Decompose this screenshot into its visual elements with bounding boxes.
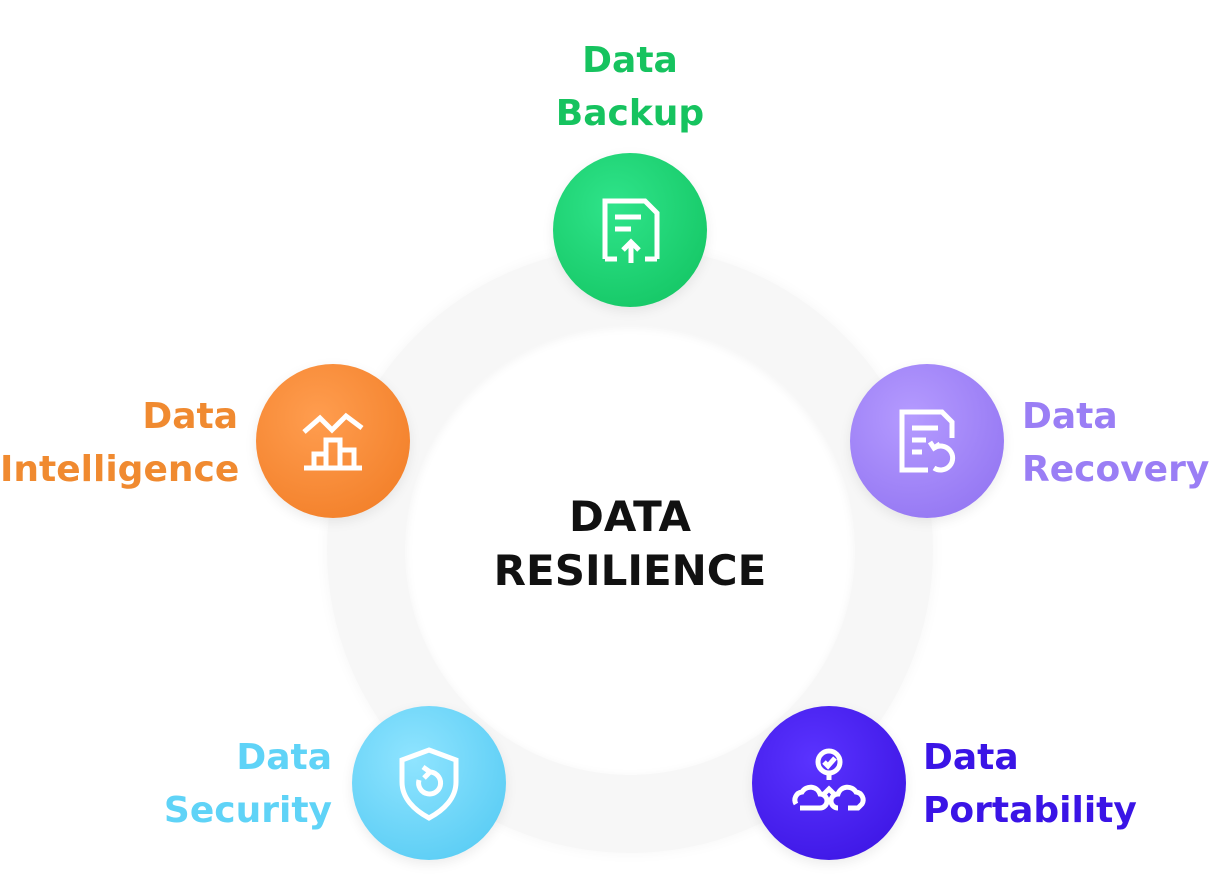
data-portability-label-line1: Data — [923, 737, 1019, 778]
data-intelligence-node — [256, 364, 410, 518]
data-portability-node — [752, 706, 906, 860]
data-security-label: Data Security — [100, 731, 332, 837]
center-title-line2: RESILIENCE — [493, 546, 767, 595]
data-intelligence-label-line1: Data — [142, 396, 238, 437]
data-security-node — [352, 706, 506, 860]
bar-chart-trend-icon — [302, 412, 364, 471]
data-backup-label: Data Backup — [530, 34, 730, 140]
shield-refresh-icon — [399, 747, 459, 821]
data-backup-label-line2: Backup — [555, 93, 705, 134]
data-security-label-line1: Data — [236, 737, 332, 778]
data-security-label-line2: Security — [163, 790, 332, 831]
data-portability-label-line2: Portability — [923, 790, 1137, 831]
data-recovery-label: Data Recovery — [1022, 390, 1222, 496]
center-title-line1: DATA — [568, 492, 691, 541]
data-intelligence-label: Data Intelligence — [0, 390, 240, 496]
data-backup-label-line1: Data — [582, 40, 678, 81]
data-backup-node — [553, 153, 707, 307]
cloud-transfer-icon — [792, 748, 866, 811]
document-upload-icon — [602, 198, 660, 263]
data-intelligence-label-line2: Intelligence — [0, 449, 240, 490]
inner-circle — [405, 325, 855, 775]
center-title: DATA RESILIENCE — [430, 490, 830, 598]
document-restore-icon — [899, 409, 956, 473]
data-portability-label: Data Portability — [923, 731, 1223, 837]
data-recovery-label-line2: Recovery — [1022, 449, 1210, 490]
data-recovery-node — [850, 364, 1004, 518]
data-recovery-label-line1: Data — [1022, 396, 1118, 437]
